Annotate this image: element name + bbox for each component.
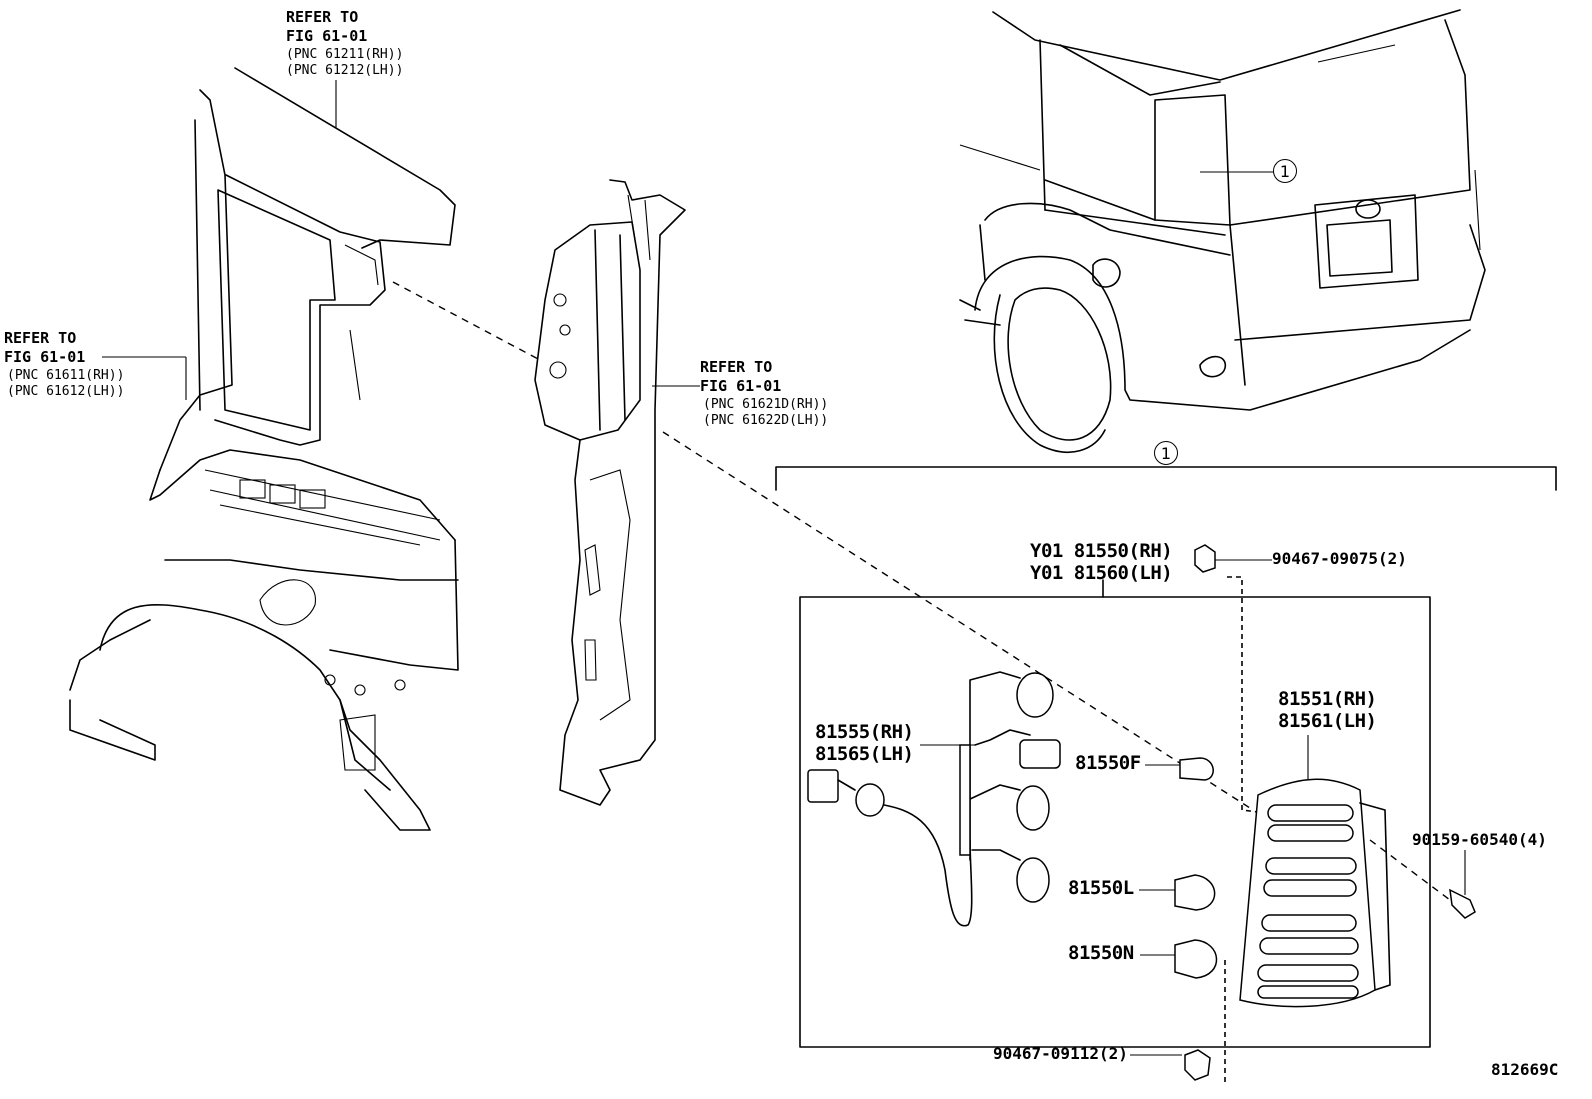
- ref-middle-line1: REFER TO: [700, 358, 773, 376]
- label-assembly-rh: Y01 81550(RH): [1030, 540, 1173, 562]
- label-lens-lh: 81561(LH): [1278, 710, 1377, 732]
- label-clip-top: 90467-09075(2): [1272, 549, 1407, 568]
- leader-lines: [102, 80, 1466, 1056]
- label-bulb-n: 81550N: [1068, 942, 1134, 964]
- ref-top-pnc2: (PNC 61212(LH)): [286, 63, 404, 78]
- pillar-illustration: [534, 179, 686, 806]
- label-clip-bottom: 90467-09112(2): [993, 1044, 1128, 1063]
- vehicle-rear-illustration: [959, 9, 1486, 453]
- ref-left-line1: REFER TO: [4, 329, 77, 347]
- ref-left-pnc1: (PNC 61611(RH)): [7, 368, 125, 383]
- ref-middle-line2: FIG 61-01: [700, 377, 782, 395]
- quarter-panel-illustration: [69, 67, 459, 831]
- assembly-bracket: [775, 466, 1557, 491]
- connection-lines: [392, 281, 1451, 1085]
- callout-1-assembly: 1: [1154, 441, 1178, 465]
- tail-lamp-lens-illustration: [1239, 778, 1391, 1008]
- label-bulb-f: 81550F: [1075, 752, 1141, 774]
- socket-wire-illustration: [807, 671, 1061, 927]
- figure-id: 812669C: [1491, 1060, 1559, 1079]
- ref-middle-pnc2: (PNC 61622D(LH)): [703, 413, 829, 428]
- ref-left-line2: FIG 61-01: [4, 348, 86, 366]
- ref-top-pnc1: (PNC 61211(RH)): [286, 47, 404, 62]
- ref-top-line1: REFER TO: [286, 8, 359, 26]
- label-screw: 90159-60540(4): [1412, 830, 1547, 849]
- ref-left-pnc2: (PNC 61612(LH)): [7, 384, 125, 399]
- callout-1-vehicle: 1: [1273, 159, 1297, 183]
- ref-middle-pnc1: (PNC 61621D(RH)): [703, 397, 829, 412]
- label-socket-rh: 81555(RH): [815, 721, 914, 743]
- label-lens-rh: 81551(RH): [1278, 688, 1377, 710]
- assembly-box: [799, 579, 1431, 1048]
- clips-screw-illustration: [1184, 544, 1476, 1081]
- label-socket-lh: 81565(LH): [815, 743, 914, 765]
- label-bulb-l: 81550L: [1068, 877, 1134, 899]
- ref-top-line2: FIG 61-01: [286, 27, 368, 45]
- label-assembly-lh: Y01 81560(LH): [1030, 562, 1173, 584]
- bulbs-illustration: [1174, 757, 1218, 979]
